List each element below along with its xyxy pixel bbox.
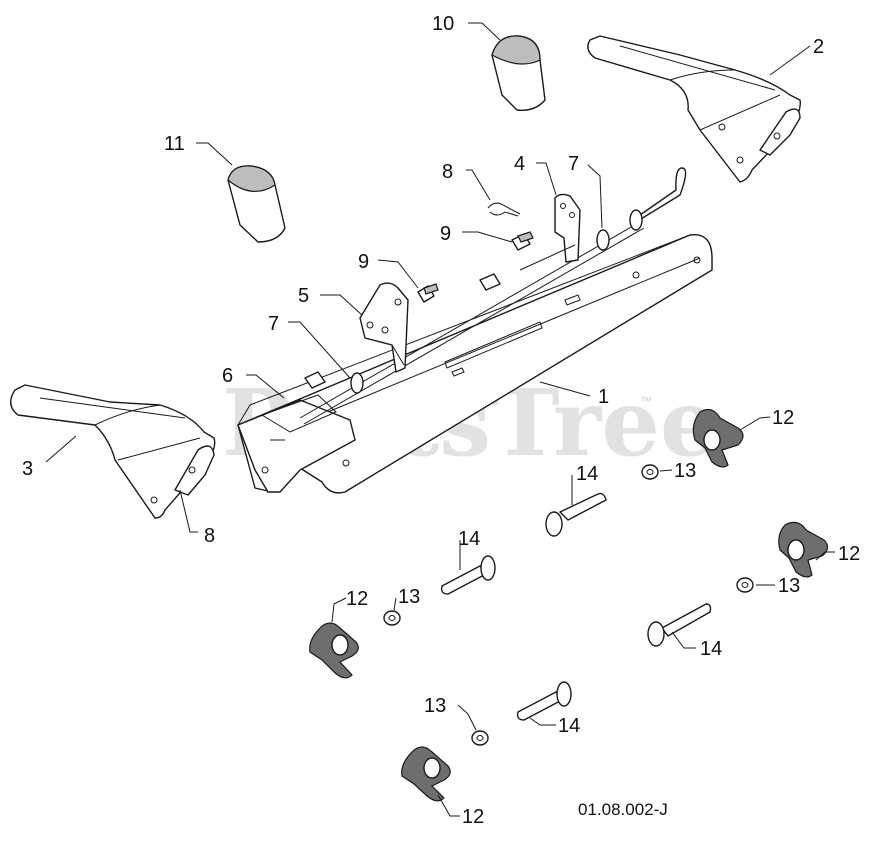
part-carriage-bolt-left <box>440 555 496 595</box>
part-handle-left <box>10 384 216 519</box>
callout-14-left: 14 <box>458 528 480 550</box>
part-lever-bracket-left <box>359 282 409 373</box>
callout-9-upper: 9 <box>440 223 451 245</box>
callout-6: 6 <box>222 365 233 387</box>
callout-12-right: 12 <box>838 543 860 565</box>
part-knob-11 <box>227 165 286 243</box>
callout-13-right: 13 <box>778 575 800 597</box>
callout-4: 4 <box>514 153 525 175</box>
callout-1: 1 <box>598 386 609 408</box>
part-carriage-bolt-upper <box>545 492 607 537</box>
callout-8-lower: 8 <box>204 525 215 547</box>
callout-2: 2 <box>813 36 824 58</box>
callout-7-right: 7 <box>568 153 579 175</box>
leader-lines <box>45 22 835 817</box>
callout-7-left: 7 <box>268 313 279 335</box>
part-lever-bracket-right <box>519 193 581 271</box>
callout-11: 11 <box>164 133 185 155</box>
callout-8-upper: 8 <box>442 161 453 183</box>
watermark-trademark: ™ <box>640 394 652 408</box>
callout-14-lower: 14 <box>558 715 580 737</box>
part-star-knob-upper <box>692 408 744 468</box>
callout-14-right: 14 <box>700 638 722 660</box>
callout-3: 3 <box>22 458 33 480</box>
part-washer-right <box>736 577 754 593</box>
part-star-knob-lower <box>401 746 451 802</box>
callout-12-lower: 12 <box>462 806 484 828</box>
part-star-knob-right <box>778 521 829 578</box>
callout-5: 5 <box>298 285 309 307</box>
callout-12-left: 12 <box>346 588 368 610</box>
part-carriage-bolt-lower <box>516 681 572 721</box>
callout-13-left: 13 <box>398 586 420 608</box>
part-carriage-bolt-right <box>647 603 712 647</box>
part-knob-10 <box>491 35 546 111</box>
part-washer-left <box>383 610 401 626</box>
callout-10: 10 <box>432 13 454 35</box>
part-bolt-9-upper <box>511 231 534 251</box>
part-bolt-9-lower <box>417 283 439 303</box>
callout-9-lower: 9 <box>358 251 369 273</box>
part-star-knob-left <box>309 622 359 679</box>
drawing-number: 01.08.002-J <box>578 800 668 819</box>
callout-13-upper: 13 <box>674 460 696 482</box>
callout-14-upper: 14 <box>576 463 598 485</box>
callout-12-upper: 12 <box>772 407 794 429</box>
part-washer-upper <box>641 464 659 480</box>
part-hairpin-clip-upper <box>487 202 521 217</box>
part-handle-right <box>587 35 801 183</box>
callout-13-lower: 13 <box>424 695 446 717</box>
part-frame-rail <box>237 167 713 494</box>
part-washer-lower <box>471 730 489 746</box>
